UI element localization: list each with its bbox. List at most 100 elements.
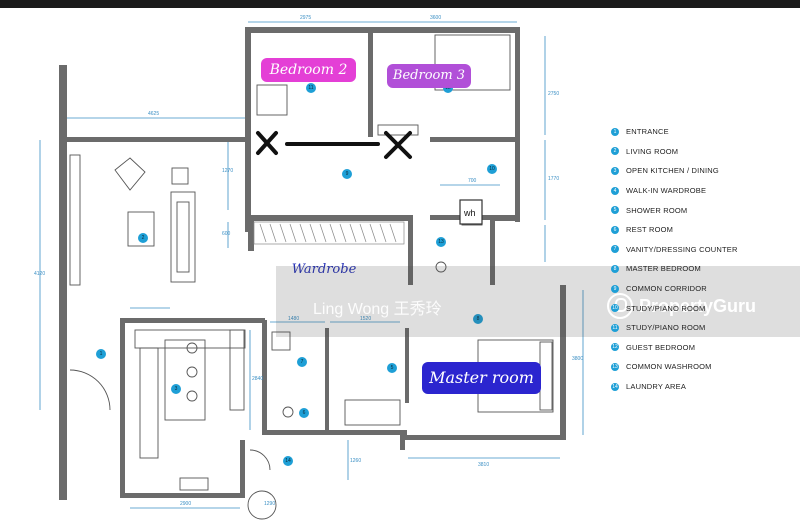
dim-4120: 4120 xyxy=(34,271,45,277)
bedroom2-tag: Bedroom 2 xyxy=(261,58,356,82)
legend-dot: 10 xyxy=(611,304,619,313)
room-numbers: 1 2 3 5 6 7 8 9 10 11 12 13 14 xyxy=(96,83,497,466)
dim-1480: 1480 xyxy=(288,316,299,322)
room-num-1: 1 xyxy=(100,351,103,357)
room-num-10: 10 xyxy=(489,166,495,172)
legend-dot: 2 xyxy=(611,147,619,156)
room-num-13: 13 xyxy=(438,239,444,245)
watermark-band xyxy=(276,266,800,337)
master-room-tag: Master room xyxy=(422,362,541,394)
legend-label: ENTRANCE xyxy=(626,127,669,137)
wardrobe-hatch xyxy=(253,221,405,245)
dim-3800: 3800 xyxy=(572,356,583,362)
legend-item: 12 GUEST BEDROOM xyxy=(611,338,738,358)
legend-dot: 7 xyxy=(611,245,619,254)
legend-item: 1 ENTRANCE xyxy=(611,122,738,142)
legend-label: STUDY/PIANO ROOM xyxy=(626,323,706,333)
dim-2975: 2975 xyxy=(300,15,311,21)
room-dot-13 xyxy=(436,237,446,247)
dim-2750: 2750 xyxy=(548,91,559,97)
dim-1770: 1770 xyxy=(548,176,559,182)
legend-label: SHOWER ROOM xyxy=(626,205,688,215)
legend-dot: 6 xyxy=(611,225,619,234)
room-num-6: 6 xyxy=(303,410,306,416)
room-dot-1 xyxy=(96,349,106,359)
room-num-8: 8 xyxy=(477,316,480,322)
legend-label: REST ROOM xyxy=(626,225,674,235)
legend-label: MASTER BEDROOM xyxy=(626,264,701,274)
legend-label: LIVING ROOM xyxy=(626,146,679,156)
legend-label: OPEN KITCHEN / DINING xyxy=(626,166,719,176)
legend-label: LAUNDRY AREA xyxy=(626,382,687,392)
room-num-12: 12 xyxy=(445,85,451,91)
legend-item: 10 STUDY/PIANO ROOM xyxy=(611,298,738,318)
furniture xyxy=(69,34,554,520)
dim-600: 600 xyxy=(222,231,231,237)
legend-label: COMMON CORRIDOR xyxy=(626,284,707,294)
removed-wall-markup xyxy=(256,131,412,159)
legend-item: 14 LAUNDRY AREA xyxy=(611,377,738,397)
agent-name-watermark: Ling Wong 王秀玲 xyxy=(313,301,442,318)
legend-label: VANITY/DRESSING COUNTER xyxy=(626,244,738,254)
propertyguru-wordmark: PropertyGuru xyxy=(639,295,757,316)
legend-dot: 5 xyxy=(611,206,619,215)
legend-label: GUEST BEDROOM xyxy=(626,342,696,352)
room-dot-9 xyxy=(342,169,352,179)
legend-item: 3 OPEN KITCHEN / DINING xyxy=(611,161,738,181)
room-dot-6 xyxy=(299,408,309,418)
water-heater-label: wh xyxy=(463,208,476,218)
legend-dot: 3 xyxy=(611,166,619,175)
legend-dot: 4 xyxy=(611,186,619,195)
legend-item: 9 COMMON CORRIDOR xyxy=(611,279,738,299)
room-dot-11 xyxy=(306,83,316,93)
room-num-14: 14 xyxy=(285,458,291,464)
bedroom3-tag: Bedroom 3 xyxy=(387,64,471,88)
room-legend: 1 ENTRANCE 2 LIVING ROOM 3 OPEN KITCHEN / D… xyxy=(611,122,738,396)
room-dot-8 xyxy=(473,314,483,324)
room-dot-14 xyxy=(283,456,293,466)
room-dot-7 xyxy=(297,357,307,367)
room-num-5: 5 xyxy=(391,365,394,371)
room-num-11: 11 xyxy=(308,85,313,91)
dim-700: 700 xyxy=(468,178,477,184)
legend-dot: 9 xyxy=(611,284,619,293)
legend-dot: 11 xyxy=(611,323,619,332)
legend-dot: 12 xyxy=(611,343,619,352)
legend-dot: 1 xyxy=(611,127,619,136)
room-dot-10 xyxy=(487,164,497,174)
room-num-3: 3 xyxy=(175,386,178,392)
legend-label: WALK-IN WARDROBE xyxy=(626,186,707,196)
legend-item: 2 LIVING ROOM xyxy=(611,142,738,162)
dim-1290: 1290 xyxy=(264,501,275,507)
dim-1260: 1260 xyxy=(350,458,361,464)
legend-label: STUDY/PIANO ROOM xyxy=(626,303,706,313)
legend-item: 5 SHOWER ROOM xyxy=(611,200,738,220)
legend-item: 13 COMMON WASHROOM xyxy=(611,357,738,377)
walls xyxy=(59,27,566,500)
room-dot-3 xyxy=(171,384,181,394)
legend-item: 11 STUDY/PIANO ROOM xyxy=(611,318,738,338)
dim-3810: 3810 xyxy=(478,462,489,468)
dimension-lines xyxy=(39,21,584,509)
legend-dot: 8 xyxy=(611,264,619,273)
legend-item: 6 REST ROOM xyxy=(611,220,738,240)
room-dot-5 xyxy=(387,363,397,373)
room-num-2: 2 xyxy=(142,235,145,241)
dim-4625: 4625 xyxy=(148,111,159,117)
legend-item: 8 MASTER BEDROOM xyxy=(611,259,738,279)
dim-1270: 1270 xyxy=(222,168,233,174)
dim-2900: 2900 xyxy=(180,501,191,507)
dimension-labels: 2975 3600 4625 2750 1770 3800 1270 600 7… xyxy=(34,15,583,507)
room-dot-2 xyxy=(138,233,148,243)
wardrobe-tag: Wardrobe xyxy=(282,258,366,282)
legend-dot: 13 xyxy=(611,362,619,371)
dim-2840: 2840 xyxy=(252,376,263,382)
legend-item: 4 WALK-IN WARDROBE xyxy=(611,181,738,201)
water-heater-box xyxy=(459,199,483,225)
room-num-9: 9 xyxy=(346,171,349,177)
legend-label: COMMON WASHROOM xyxy=(626,362,712,372)
legend-dot: 14 xyxy=(611,382,619,391)
top-bar xyxy=(0,0,800,8)
dim-3600: 3600 xyxy=(430,15,441,21)
